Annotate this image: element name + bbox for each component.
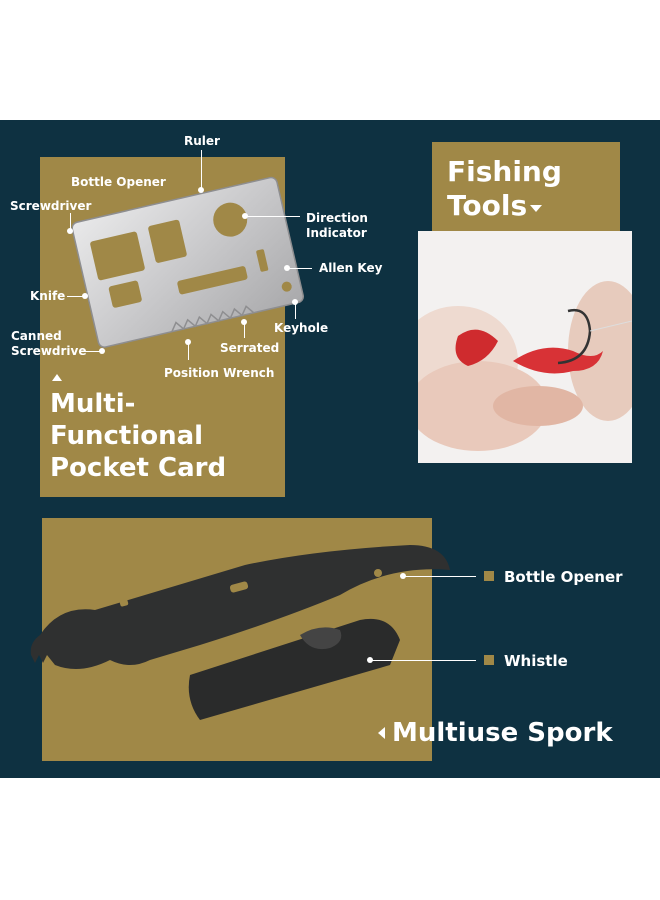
spork-title: Multiuse Spork <box>392 718 613 748</box>
canned-leader <box>84 351 100 352</box>
whistle-label: Whistle <box>504 652 568 670</box>
fishing-photo <box>418 231 632 463</box>
whistle-dot <box>367 657 373 663</box>
spork-bottle-opener-dot <box>400 573 406 579</box>
serrated-dot <box>241 319 247 325</box>
canned-screwdriver-label-2: Screwdrive <box>11 344 87 358</box>
spork-image <box>30 545 450 720</box>
direction-leader <box>245 216 300 217</box>
keyhole-leader <box>295 304 296 319</box>
knife-dot <box>82 293 88 299</box>
canned-screwdriver-label-1: Canned <box>11 329 62 343</box>
whistle-bullet <box>484 655 494 665</box>
position-wrench-dot <box>185 339 191 345</box>
serrated-label: Serrated <box>220 341 280 355</box>
ruler-label: Ruler <box>184 134 220 148</box>
allen-key-dot <box>284 265 290 271</box>
allen-key-leader <box>287 268 312 269</box>
pocket-card-title-line-2: Functional <box>50 421 204 451</box>
direction-indicator-label-1: Direction <box>306 211 368 225</box>
keyhole-label: Keyhole <box>274 321 329 335</box>
spork-bottle-opener-bullet <box>484 571 494 581</box>
direction-indicator-label-2: Indicator <box>306 226 367 240</box>
screwdriver-label: Screwdriver <box>10 199 92 213</box>
ruler-leader <box>201 150 202 190</box>
fishing-arrow-icon <box>530 205 542 212</box>
knife-label: Knife <box>30 289 66 303</box>
spork-bottle-opener-label: Bottle Opener <box>504 568 623 586</box>
card-bottle-opener-label: Bottle Opener <box>71 175 166 189</box>
fishing-title-line-1: Fishing <box>447 155 562 188</box>
fishing-title-line-2: Tools <box>447 189 528 222</box>
screwdriver-dot <box>67 228 73 234</box>
pocket-card-image <box>71 176 304 348</box>
spork-bottle-opener-leader <box>403 576 476 577</box>
allen-key-label: Allen Key <box>319 261 383 275</box>
position-wrench-leader <box>188 344 189 360</box>
knife-leader <box>67 296 83 297</box>
canned-dot <box>99 348 105 354</box>
screwdriver-leader <box>70 213 71 231</box>
keyhole-dot <box>292 299 298 305</box>
position-wrench-label: Position Wrench <box>164 366 275 380</box>
whistle-leader <box>370 660 476 661</box>
fishing-tools-panel <box>432 142 620 242</box>
ruler-dot <box>198 187 204 193</box>
pocket-card-title-line-1: Multi- <box>50 389 136 419</box>
pocket-card-title-line-3: Pocket Card <box>50 453 227 483</box>
pocket-card-arrow-icon <box>52 374 62 381</box>
direction-dot <box>242 213 248 219</box>
spork-arrow-icon <box>378 727 385 739</box>
serrated-leader <box>244 324 245 338</box>
